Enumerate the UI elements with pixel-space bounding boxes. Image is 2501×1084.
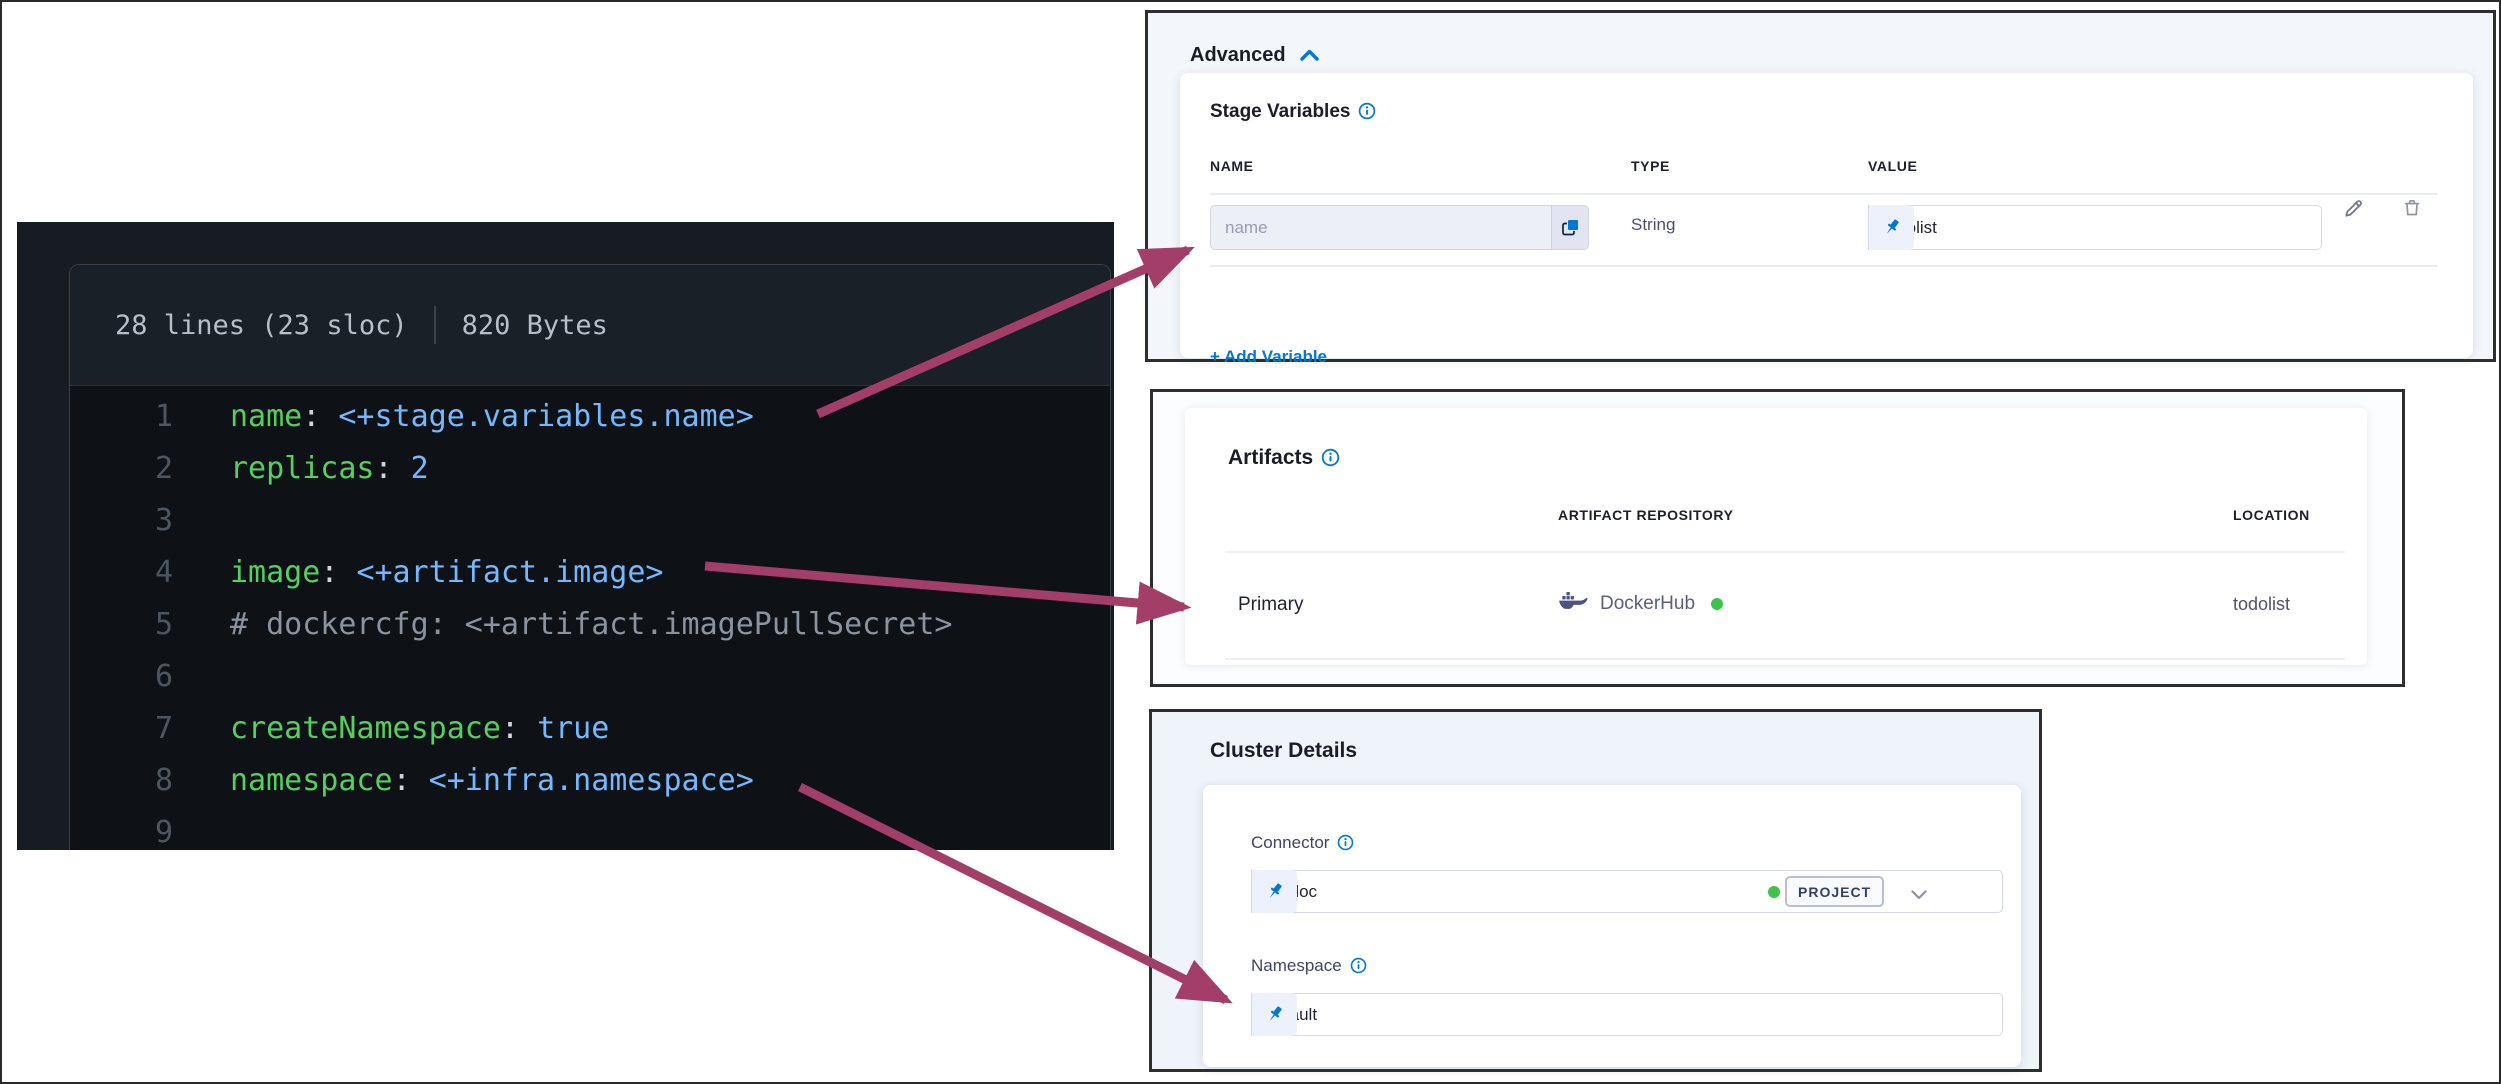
artifacts-heading: Artifacts xyxy=(1228,446,1340,473)
copy-icon[interactable] xyxy=(1551,205,1589,250)
cluster-details-card: Connector PROJECT Namespace xyxy=(1203,785,2021,1067)
scope-project-tag[interactable]: PROJECT xyxy=(1785,876,1885,907)
add-variable-button[interactable]: + Add Variable xyxy=(1210,347,1327,366)
namespace-input[interactable] xyxy=(1251,993,2003,1036)
code-file-header: 28 lines (23 sloc) 820 Bytes xyxy=(70,265,1110,386)
artifact-row-primary[interactable]: Primary DockerHub todolist xyxy=(1185,580,2367,635)
cluster-details-title: Cluster Details xyxy=(1210,739,1358,762)
code-line: 2replicas2 xyxy=(70,443,1110,495)
divider xyxy=(1225,658,2345,660)
delete-trash-icon[interactable] xyxy=(2399,195,2425,221)
variable-name-input[interactable] xyxy=(1210,205,1589,250)
connector-label: Connector xyxy=(1251,833,1354,856)
pin-icon[interactable] xyxy=(1251,993,1297,1036)
cluster-details-panel: Cluster Details Connector PROJECT Namesp… xyxy=(1149,709,2042,1072)
pin-icon[interactable] xyxy=(1251,870,1297,913)
chevron-up-icon[interactable] xyxy=(1300,48,1319,66)
namespace-field-wrap xyxy=(1251,993,2003,1036)
code-line: 6 xyxy=(154,659,173,694)
pin-icon[interactable] xyxy=(1868,205,1914,250)
chevron-down-icon[interactable] xyxy=(1911,887,1927,905)
stage-variables-heading: Stage Variables xyxy=(1210,101,1376,126)
column-header-type: TYPE xyxy=(1631,158,1670,174)
advanced-panel: Advanced Stage Variables NAME TYPE VALUE… xyxy=(1145,10,2496,366)
file-size-info: 820 Bytes xyxy=(461,309,608,341)
artifact-location: todolist xyxy=(2233,594,2291,614)
info-icon[interactable] xyxy=(1337,834,1354,856)
edit-pencil-icon[interactable] xyxy=(2340,195,2366,221)
info-icon[interactable] xyxy=(1321,448,1340,473)
docker-whale-icon xyxy=(1558,590,1588,617)
advanced-title: Advanced xyxy=(1190,44,1286,66)
column-header-name: NAME xyxy=(1210,158,1254,174)
column-header-artifact-repository: ARTIFACT REPOSITORY xyxy=(1558,507,1734,523)
column-header-location: LOCATION xyxy=(2233,507,2310,523)
divider xyxy=(1210,193,2437,195)
code-line: 3 xyxy=(154,503,173,538)
artifact-name: Primary xyxy=(1238,594,1304,615)
stage-variables-card: Stage Variables NAME TYPE VALUE String xyxy=(1180,73,2473,366)
divider xyxy=(1210,265,2437,267)
namespace-label: Namespace xyxy=(1251,956,1367,979)
connector-field-wrap: PROJECT xyxy=(1251,870,2003,913)
connector-input[interactable] xyxy=(1251,870,2003,913)
variable-value-input[interactable] xyxy=(1868,205,2322,250)
artifact-repository-name: DockerHub xyxy=(1600,592,1696,614)
variable-value-wrap xyxy=(1868,205,2322,250)
code-file-card: 28 lines (23 sloc) 820 Bytes 1name<+stag… xyxy=(69,264,1111,850)
artifacts-panel: Artifacts ARTIFACT REPOSITORY LOCATION P… xyxy=(1150,389,2405,687)
code-line: 5# dockercfg: <+artifact.imagePullSecret… xyxy=(154,607,953,642)
info-icon[interactable] xyxy=(1350,957,1367,979)
code-viewer-panel: 28 lines (23 sloc) 820 Bytes 1name<+stag… xyxy=(17,222,1114,850)
status-dot-green xyxy=(1711,597,1724,610)
artifact-repository-cell: DockerHub xyxy=(1558,590,1724,617)
code-line: 9 xyxy=(154,815,173,850)
divider xyxy=(1225,551,2345,553)
header-separator xyxy=(433,306,436,344)
status-dot-green xyxy=(1768,886,1780,898)
variable-type-text: String xyxy=(1631,215,1676,234)
file-lines-info: 28 lines (23 sloc) xyxy=(115,309,408,341)
code-line: 7createNamespacetrue xyxy=(70,703,1110,755)
artifacts-card: Artifacts ARTIFACT REPOSITORY LOCATION P… xyxy=(1185,408,2367,665)
info-icon[interactable] xyxy=(1358,102,1376,126)
column-header-value: VALUE xyxy=(1868,158,1918,174)
